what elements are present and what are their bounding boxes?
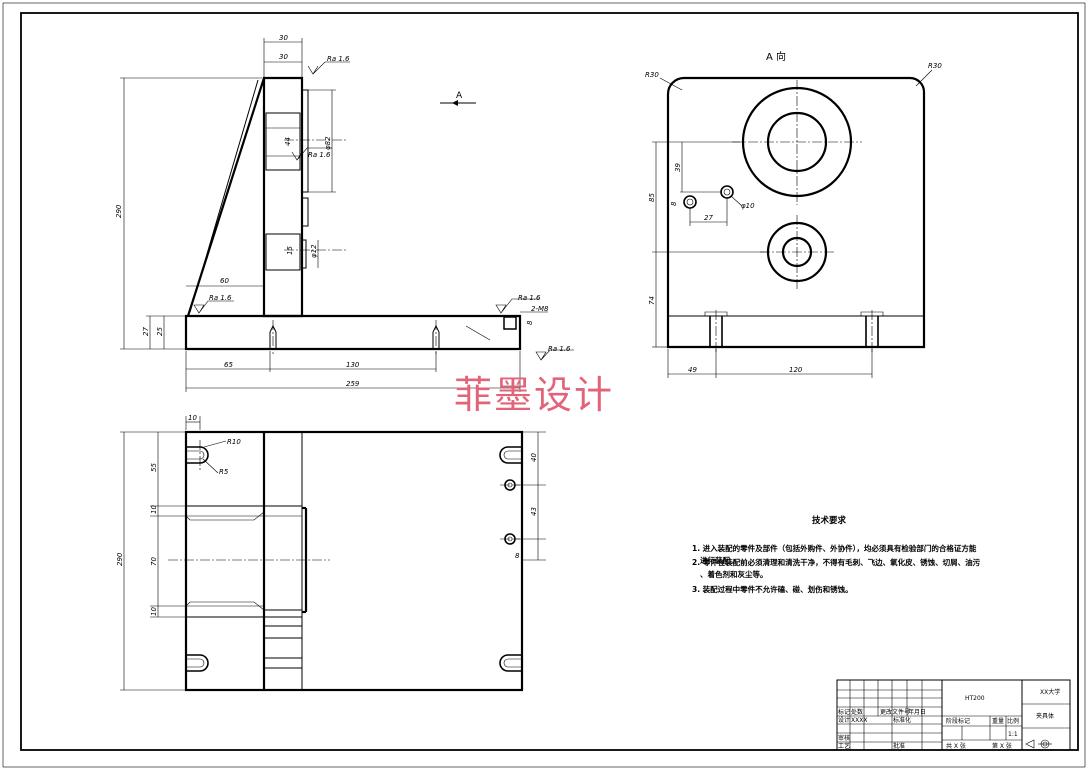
dim-left-55: 55 bbox=[150, 463, 158, 472]
front-view: 30 30 290 27 25 60 65 130 259 φ82 φ12 44… bbox=[115, 34, 574, 392]
watermark: 菲墨设计 bbox=[454, 373, 614, 417]
tb-ratio: 比例 bbox=[1007, 717, 1019, 725]
tech-title: 技术要求 bbox=[812, 515, 847, 526]
dim-right-43: 43 bbox=[530, 507, 538, 516]
dim-aux-8: 8 bbox=[670, 201, 678, 206]
dim-slot-r-outer: R10 bbox=[227, 438, 241, 446]
tb-date: 年月日 bbox=[908, 708, 926, 716]
aux-outline bbox=[666, 76, 926, 349]
dim-left-10b: 10 bbox=[150, 607, 158, 616]
dim-aux-hole: φ10 bbox=[741, 202, 755, 210]
dim-slot-width: 10 bbox=[188, 414, 197, 422]
dim-top-inner: 30 bbox=[279, 53, 288, 61]
column-section bbox=[262, 76, 304, 318]
dim-total-length: 259 bbox=[346, 380, 360, 388]
dim-lower-hole: 15 bbox=[286, 246, 294, 255]
dim-aux-corner-left: R30 bbox=[645, 71, 659, 79]
dim-aux-74: 74 bbox=[648, 296, 656, 305]
tb-mark: 标记 bbox=[838, 708, 850, 716]
dim-bore-small: φ12 bbox=[310, 244, 318, 258]
svg-text:Ra 1.6: Ra 1.6 bbox=[327, 55, 350, 63]
view-title: A 向 bbox=[766, 50, 786, 63]
roughness-base-right: Ra 1.6 bbox=[495, 294, 541, 314]
roughness-bottom: Ra 1.6 bbox=[535, 345, 574, 361]
tb-review: 审核 bbox=[838, 734, 850, 742]
tech-item-1: 1. 进入装配的零件及部件（包括外购件、外协件），均必须具有检验部门的合格证方能… bbox=[692, 543, 977, 565]
title-block: 标记 处数 更改文件号 年月日 设计 XXXX 标准化 审核 工艺 批准 阶段标… bbox=[836, 679, 1071, 751]
thread-depth: 8 bbox=[526, 320, 534, 325]
dim-bore-dia: φ82 bbox=[324, 136, 332, 150]
roughness-base-left: Ra 1.6 bbox=[193, 294, 234, 314]
svg-text:Ra 1.6: Ra 1.6 bbox=[548, 345, 571, 353]
tb-count: 处数 bbox=[851, 708, 863, 716]
dim-base-h1: 27 bbox=[142, 327, 150, 336]
dim-aux-120: 120 bbox=[789, 366, 803, 374]
roughness-top: Ra 1.6 bbox=[307, 55, 350, 75]
view-label-a: A bbox=[456, 91, 463, 101]
svg-text:Ra 1.6: Ra 1.6 bbox=[209, 294, 232, 302]
dim-aux-39: 39 bbox=[674, 163, 682, 172]
tb-year: XXXX bbox=[851, 717, 867, 724]
tb-material: HT200 bbox=[965, 695, 985, 702]
thread-note: 2-M8 bbox=[531, 305, 549, 313]
dim-left-10a: 10 bbox=[150, 505, 158, 514]
dim-left-70: 70 bbox=[150, 557, 158, 566]
small-bore-opening bbox=[265, 233, 301, 271]
tech-requirements: 技术要求 1. 进入装配的零件及部件（包括外购件、外协件），均必须具有检验部门的… bbox=[692, 515, 981, 594]
tb-design: 设计 bbox=[838, 716, 850, 724]
dim-aux-85: 85 bbox=[648, 193, 656, 202]
dim-right-8: 8 bbox=[515, 552, 520, 560]
dim-top-outer: 30 bbox=[279, 34, 288, 42]
dim-aux-corner-right: R30 bbox=[928, 62, 942, 70]
tb-approve: 批准 bbox=[893, 742, 905, 750]
tb-change: 更改文件号 bbox=[880, 708, 910, 716]
tb-process: 工艺 bbox=[838, 742, 850, 750]
tech-item-3: 3. 装配过程中零件不允许磕、碰、划伤和锈蚀。 bbox=[692, 584, 853, 594]
tb-part-name: 夹具体 bbox=[1036, 712, 1054, 720]
dim-aux-49: 49 bbox=[688, 366, 697, 374]
dim-height-total: 290 bbox=[115, 204, 123, 218]
dim-overall: 290 bbox=[116, 552, 124, 566]
top-view: 10 R10 R5 290 55 10 70 10 40 43 8 bbox=[116, 414, 546, 692]
tb-sheets-total: 共 X 张 bbox=[946, 742, 966, 750]
dim-slot-r-inner: R5 bbox=[219, 468, 229, 476]
dim-aux-27: 27 bbox=[704, 214, 713, 222]
tb-school: XX大学 bbox=[1040, 688, 1060, 696]
base-plate-section bbox=[184, 314, 522, 351]
tb-stage: 阶段标记 bbox=[946, 717, 970, 725]
inner-border bbox=[20, 12, 1079, 751]
tech-item-2a: 2. 零件在装配前必须清理和清洗干净，不得有毛刺、飞边、氧化皮、锈蚀、切屑、油污… bbox=[692, 557, 981, 579]
aux-view: A 向 85 74 39 8 bbox=[645, 50, 942, 378]
dim-base-h2: 25 bbox=[156, 327, 164, 336]
dim-rib-width: 60 bbox=[220, 277, 229, 285]
dim-left-segment: 65 bbox=[224, 361, 233, 369]
top-view-outline bbox=[184, 430, 524, 692]
bore-opening bbox=[265, 112, 301, 171]
dim-mid-segment: 130 bbox=[346, 361, 360, 369]
tb-weight: 重量 bbox=[992, 717, 1004, 725]
dim-right-40: 40 bbox=[530, 453, 538, 462]
tb-sheet-no: 第 X 张 bbox=[992, 742, 1012, 750]
tb-standard: 标准化 bbox=[893, 716, 911, 724]
svg-text:Ra 1.6: Ra 1.6 bbox=[308, 151, 331, 159]
projection-symbol-icon bbox=[1025, 739, 1052, 749]
svg-text:Ra 1.6: Ra 1.6 bbox=[518, 294, 541, 302]
dim-upper-hole: 44 bbox=[284, 137, 292, 146]
roughness-mid: Ra 1.6 bbox=[291, 147, 332, 161]
tb-scale: 1:1 bbox=[1008, 731, 1018, 738]
